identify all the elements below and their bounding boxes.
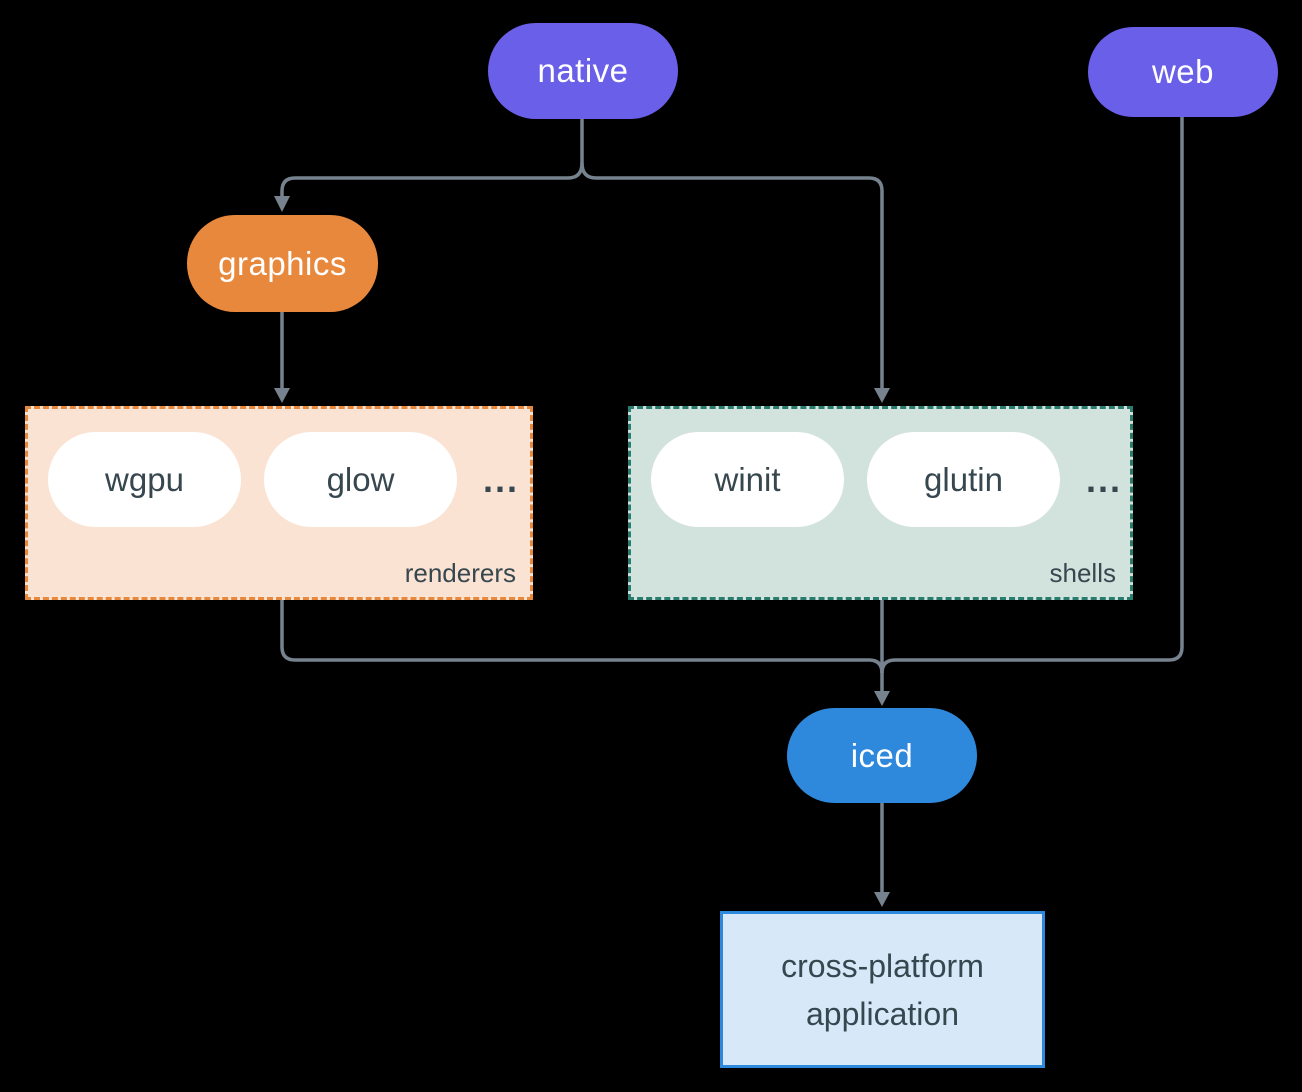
node-glutin: glutin	[867, 432, 1060, 527]
node-iced: iced	[787, 708, 977, 803]
arrowhead-application	[874, 892, 890, 907]
arrowhead-iced	[874, 691, 890, 706]
renderers-ellipsis: ...	[483, 458, 520, 500]
node-native: native	[488, 23, 678, 119]
edge-renderers-iced	[280, 600, 884, 674]
group-renderers: wgpu glow ... renderers	[25, 406, 533, 600]
node-graphics: graphics	[187, 215, 378, 312]
shells-pill-row: winit glutin ...	[651, 432, 1122, 527]
shells-group-label: shells	[1049, 558, 1116, 588]
node-winit: winit	[651, 432, 844, 527]
renderers-pill-row: wgpu glow ...	[48, 432, 519, 527]
arrowhead-renderers	[274, 388, 290, 403]
node-cross-platform-application: cross-platform application	[720, 911, 1045, 1068]
renderers-group-label: renderers	[404, 558, 516, 588]
node-wgpu: wgpu	[48, 432, 241, 527]
node-glow: glow	[264, 432, 457, 527]
edge-native-graphics	[280, 162, 584, 196]
group-shells: winit glutin ... shells	[628, 406, 1133, 600]
node-web: web	[1088, 27, 1278, 117]
arrowhead-graphics	[274, 196, 290, 212]
edge-native-shells	[580, 162, 884, 388]
arrowhead-shells	[874, 388, 890, 403]
shells-ellipsis: ...	[1086, 458, 1123, 500]
